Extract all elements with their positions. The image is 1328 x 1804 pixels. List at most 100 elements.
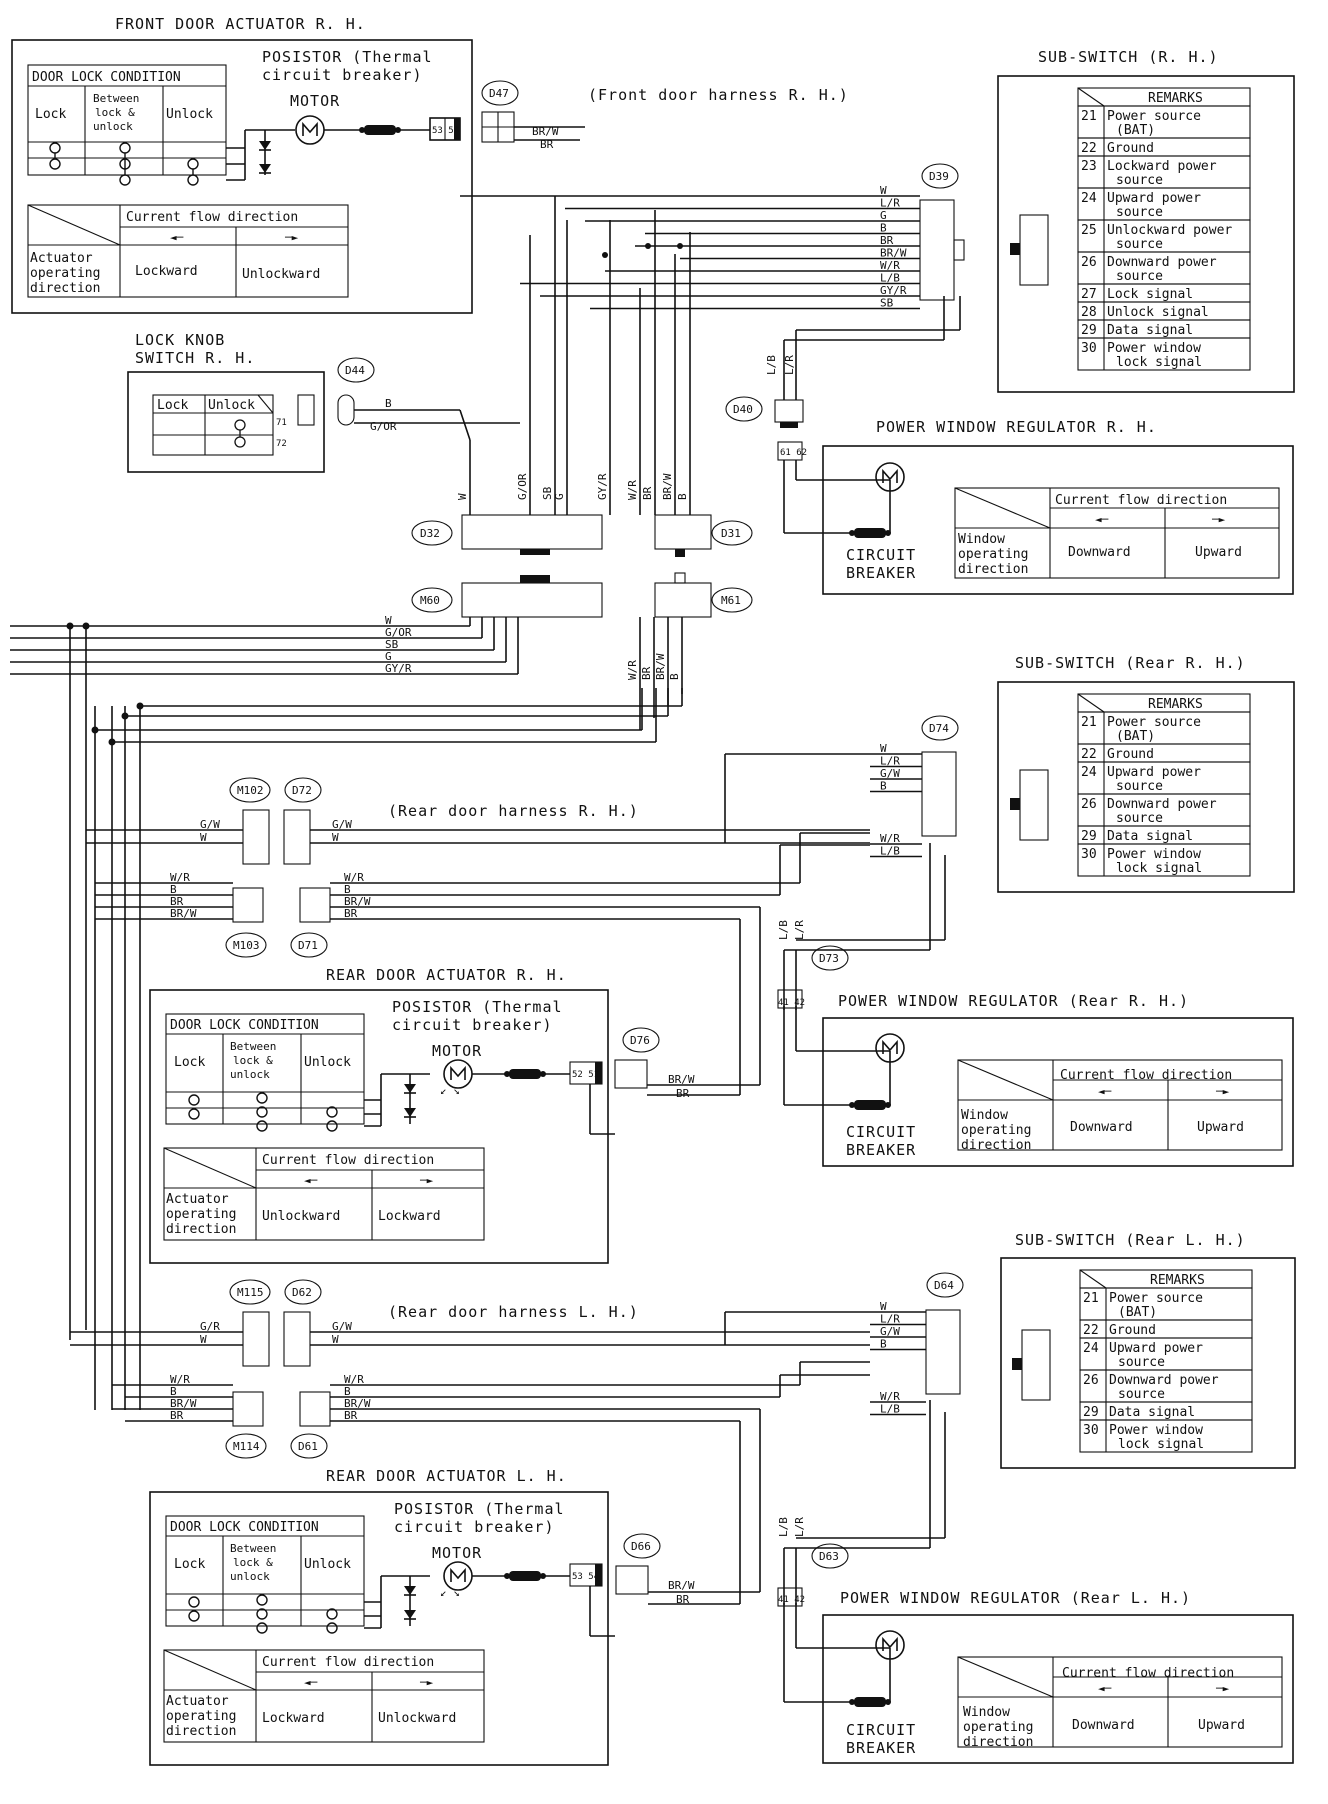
front-col-between-2: lock & (95, 106, 135, 119)
d39-wire-label: W (880, 184, 887, 197)
body-right-wire-label: W/R (626, 660, 639, 680)
body-left-wire-label: GY/R (385, 662, 412, 675)
posistor-icon (504, 1571, 546, 1581)
d64-wire-label: L/R (880, 1313, 900, 1326)
remarks-pin: 21 (1081, 109, 1097, 124)
rear-rh-top-wire-left: W (200, 831, 207, 844)
d64-wire-label: W (880, 1300, 887, 1313)
remarks-text: Upward power (1107, 765, 1201, 780)
pw-rear-rh-regulator: D73 L/B L/R 41 42 POWER WINDOW REGULATOR… (777, 920, 1294, 1167)
pw-rear-rh-down: Downward (1070, 1120, 1133, 1135)
front-col-between-3: unlock (93, 120, 133, 133)
rear-lh-bottom-wire-left: B (170, 1385, 177, 1398)
rear-lh-posistor: POSISTOR (Thermal (394, 1500, 565, 1518)
pw-front-up: Upward (1195, 545, 1242, 560)
d74-wire-label: B (880, 780, 887, 793)
d64-label: D64 (934, 1279, 954, 1292)
remarks-pin: 26 (1083, 1373, 1099, 1388)
remarks-pin: 28 (1081, 305, 1097, 320)
rear-lh-bottom-wire-right: W/R (344, 1373, 364, 1386)
remarks-pin: 30 (1083, 1423, 1099, 1438)
col-lock: Lock (174, 1055, 205, 1070)
body-right-wire-label: B (668, 673, 681, 680)
remarks-pin: 24 (1081, 765, 1097, 780)
remarks-text: Lockward power (1107, 159, 1217, 174)
remarks-text: Power source (1107, 109, 1201, 124)
rear-lh-harness-label: (Rear door harness L. H.) (388, 1303, 639, 1321)
remarks-text: Power window (1107, 341, 1201, 356)
remarks-text: source (1118, 1355, 1165, 1370)
remarks-header: REMARKS (1148, 91, 1203, 106)
flow-title: Current flow direction (262, 1153, 434, 1168)
op-label: direction (166, 1724, 236, 1739)
d76-wire-1: BR/W (668, 1073, 695, 1086)
flow-arrow-left: ◄─ (1098, 1085, 1112, 1098)
lock-knob-switch: LOCK KNOB SWITCH R. H. Lock Unlock 71 72… (127, 331, 520, 473)
pw-rear-rh-up: Upward (1197, 1120, 1244, 1135)
motor-direction-icon: ↙ ↘ (440, 1586, 460, 1599)
rear-lh-actuator-title: REAR DOOR ACTUATOR L. H. (326, 1467, 567, 1485)
sub-switch-rh-box (997, 75, 1295, 393)
op-label: Actuator (166, 1694, 229, 1709)
front-col-unlock: Unlock (166, 107, 213, 122)
rear-rh-bottom-wire-left: B (170, 883, 177, 896)
d39-wire-label: BR/W (880, 247, 907, 260)
d39-wire-label: BR (880, 234, 894, 247)
col-unlock: Unlock (304, 1557, 351, 1572)
d74-label: D74 (929, 722, 949, 735)
d66-wire-1: BR/W (668, 1579, 695, 1592)
remarks-text: Power source (1107, 715, 1201, 730)
pw-rear-lh-cb-1: CIRCUIT (846, 1721, 916, 1739)
pw-rear-lh-regulator: D63 L/B L/R 41 42 POWER WINDOW REGULATOR… (777, 1517, 1294, 1764)
remarks-pin: 21 (1083, 1291, 1099, 1306)
body-upper-wire-label: B (676, 493, 689, 500)
rear-lh-bottom-wire-right: BR/W (344, 1397, 371, 1410)
rear-rh-actuator-title: REAR DOOR ACTUATOR R. H. (326, 966, 567, 984)
d44-wire-1: B (385, 397, 392, 410)
pw-front-down: Downward (1068, 545, 1131, 560)
remarks-pin: 23 (1081, 159, 1097, 174)
remarks-text: source (1116, 205, 1163, 220)
d66-connector (615, 1565, 649, 1595)
remarks-pin: 29 (1083, 1405, 1099, 1420)
front-op-1: Actuator (30, 251, 93, 266)
d76-connector (614, 1059, 648, 1089)
remarks-pin: 24 (1081, 191, 1097, 206)
d72-label: D72 (292, 784, 312, 797)
remarks-header: REMARKS (1148, 697, 1203, 712)
front-motor-icon (295, 115, 325, 145)
pw-front-title: POWER WINDOW REGULATOR R. H. (876, 418, 1157, 436)
d76-wire-2: BR (676, 1087, 690, 1100)
rear-rh-bottom-wire-right: BR (344, 907, 358, 920)
remarks-pin: 22 (1083, 1323, 1099, 1338)
pw-front-flow-title: Current flow direction (1055, 493, 1227, 508)
d76-label: D76 (630, 1034, 650, 1047)
m103-label: M103 (233, 939, 260, 952)
remarks-text: Ground (1107, 141, 1154, 156)
remarks-text: Downward power (1109, 1373, 1219, 1388)
dir-left: Unlockward (262, 1209, 340, 1224)
front-continuity-marks (49, 142, 199, 186)
remarks-text: Unlockward power (1107, 223, 1232, 238)
remarks-text: (BAT) (1116, 729, 1155, 744)
remarks-pin: 26 (1081, 797, 1097, 812)
remarks-pin: 21 (1081, 715, 1097, 730)
pw-front-op-3: direction (958, 562, 1028, 577)
pw-rear-lh-down: Downward (1072, 1718, 1135, 1733)
d47-wire-1: BR/W (532, 125, 559, 138)
remarks-text: (BAT) (1118, 1305, 1157, 1320)
body-upper-wire-label: W/R (626, 480, 639, 500)
remarks-text: Ground (1107, 747, 1154, 762)
col-between: lock & (233, 1556, 273, 1569)
sub-switch-rear-rh-connector-icon (1010, 769, 1049, 841)
m102-label: M102 (237, 784, 264, 797)
d63-label: D63 (819, 1550, 839, 1563)
rear-rh-posistor-2: circuit breaker) (392, 1016, 553, 1034)
front-actuator-title: FRONT DOOR ACTUATOR R. H. (115, 15, 366, 33)
rear-lh-bottom-wire-right: B (344, 1385, 351, 1398)
body-left-wire-label: SB (385, 638, 399, 651)
d74-wire-label: G/W (880, 767, 900, 780)
front-flow-title: Current flow direction (126, 210, 298, 225)
